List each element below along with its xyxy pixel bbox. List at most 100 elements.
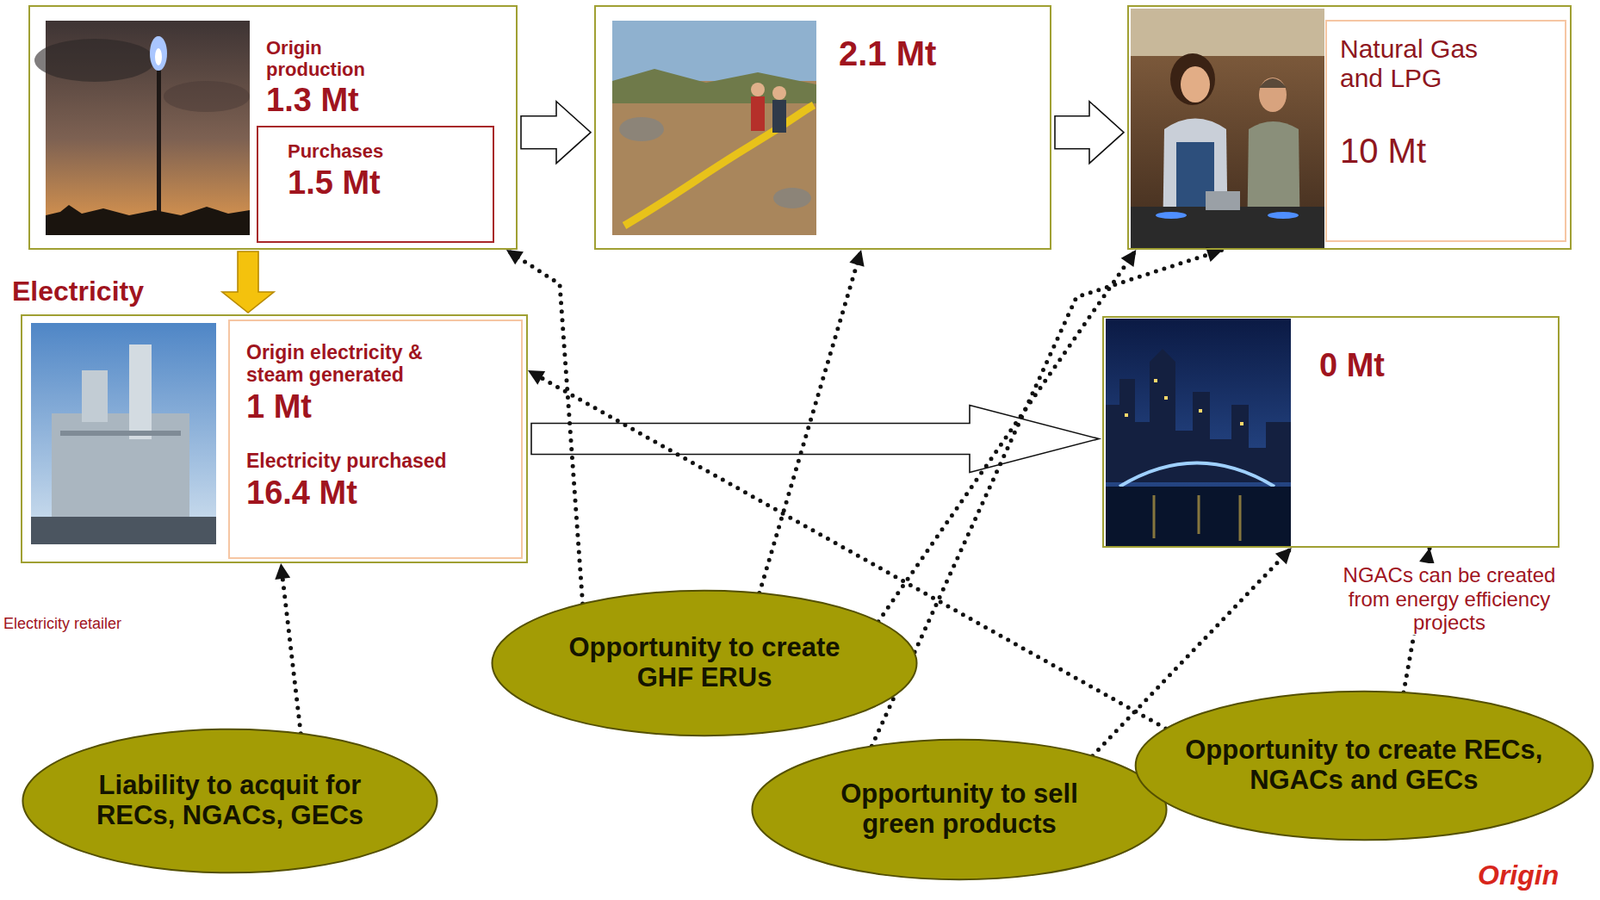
window-light (1124, 413, 1129, 417)
sky (31, 322, 217, 545)
electricity-box: ElectricityOrigin electricity & steam ge… (20, 314, 528, 564)
cloud (163, 80, 250, 112)
text-panel-outline (1326, 20, 1566, 242)
flow-arrow (1054, 101, 1124, 164)
text-block: Purchases1.5 Mt (287, 141, 478, 201)
rock (619, 117, 664, 142)
ground (612, 20, 817, 236)
flow-arrow (531, 405, 1099, 473)
ellipse-text: Opportunity to create GHF ERUs (545, 632, 864, 693)
box-text: Origin production (266, 37, 413, 81)
purchases-box: Purchases1.5 Mt (256, 125, 495, 243)
turbine-hall (51, 413, 190, 526)
river (1105, 486, 1291, 546)
worker-body (772, 99, 787, 133)
worker-head (772, 86, 787, 100)
gas-lpg-box: Natural Gas and LPG 10 Mt (1127, 5, 1572, 250)
section-heading: Electricity (12, 276, 144, 308)
text-block: Opportunity to create GHF ERUs (545, 632, 864, 693)
night-sky (1105, 318, 1291, 546)
logo-text: Origin (1477, 859, 1559, 892)
flare-stack (156, 67, 162, 223)
stack (81, 370, 108, 422)
opportunity-ellipse: Opportunity to create RECs, NGACs and GE… (1133, 689, 1595, 842)
dotted-arrow (759, 249, 862, 594)
pipe-rack (60, 430, 181, 436)
dotted-arrow (871, 249, 1223, 746)
pipeline-box: 2.1 Mt (594, 5, 1052, 250)
stack (129, 344, 152, 440)
flow-arrow (520, 101, 591, 164)
rock (773, 187, 812, 209)
burner (1155, 211, 1187, 219)
window-light (1198, 409, 1203, 413)
ellipse-shape (491, 590, 917, 737)
liability-ellipse: Liability to acquit for RECs, NGACs, GEC… (20, 727, 440, 875)
bridge-arch (1119, 463, 1275, 488)
treeline (45, 204, 250, 236)
stove (1130, 206, 1325, 249)
box-text: Natural Gas and LPG (1339, 34, 1513, 93)
dotted-arrow (280, 563, 301, 734)
box-text: 1.3 Mt (266, 81, 413, 119)
city-box: 0 Mt (1102, 316, 1560, 548)
ellipse-shape (1134, 691, 1593, 840)
text-block: Natural Gas and LPG 10 Mt (1339, 34, 1513, 171)
hair (1170, 53, 1216, 106)
kitchen-wall (1130, 8, 1325, 249)
text-block: Opportunity to sell green products (808, 779, 1111, 839)
box-text: Origin electricity & steam generated (246, 341, 462, 387)
text-block: 2.1 Mt (838, 34, 1029, 74)
text-panel-outline (229, 320, 522, 559)
window-light (1240, 421, 1244, 426)
ellipse-shape (22, 729, 437, 874)
cloud (34, 38, 156, 82)
origin-production-box: Origin production1.3 Mt Purchases1.5 Mt (28, 5, 518, 250)
cabinet (1130, 8, 1325, 56)
flare-flame (149, 36, 168, 71)
face (1180, 66, 1210, 103)
text-block: Opportunity to create RECs, NGACs and GE… (1183, 735, 1545, 795)
box-text: Purchases (287, 141, 478, 163)
trees (612, 68, 817, 104)
gas-flare-photo (34, 20, 250, 236)
block-arrow (222, 251, 274, 313)
box-text: 0 Mt (1319, 347, 1535, 385)
ground (31, 516, 217, 545)
opportunity-ellipse: Opportunity to sell green products (750, 737, 1169, 881)
text-block: Origin electricity & steam generated1 Mt… (246, 341, 462, 511)
dotted-arrow (506, 249, 583, 604)
box-text: 16.4 Mt (246, 474, 462, 512)
window-light (1164, 396, 1168, 400)
box-text: 10 Mt (1339, 131, 1513, 171)
note-text: Electricity retailer (3, 614, 122, 633)
ellipse-text: Opportunity to sell green products (808, 779, 1111, 839)
connectors (222, 101, 1430, 757)
box-text: 1 Mt (246, 388, 462, 426)
opportunity-ellipse: Opportunity to create GHF ERUs (489, 589, 919, 738)
reflections (1153, 495, 1241, 541)
ellipse-text: Opportunity to create RECs, NGACs and GE… (1183, 735, 1545, 795)
flare-core (155, 48, 162, 66)
face (1258, 77, 1287, 112)
text-block: Origin production1.3 Mt (266, 37, 413, 119)
sky (612, 20, 817, 81)
hair (1258, 78, 1287, 88)
worker-head (750, 82, 765, 97)
window-light (1153, 378, 1158, 383)
ellipse-shape (751, 739, 1166, 881)
pot (1205, 191, 1241, 211)
text-block: Liability to acquit for RECs, NGACs, GEC… (66, 770, 394, 831)
worker-body (750, 96, 765, 131)
burner (1267, 211, 1299, 219)
kitchen-photo (1130, 8, 1325, 249)
ellipse-text: Liability to acquit for RECs, NGACs, GEC… (66, 770, 394, 831)
box-text: 1.5 Mt (287, 164, 478, 202)
text-block: 0 Mt (1319, 347, 1535, 385)
box-text: Electricity purchased (246, 450, 462, 473)
power-plant-photo (31, 322, 217, 545)
city-night-photo (1105, 318, 1291, 546)
pipeline-photo (612, 20, 817, 236)
note-text: NGACs can be created from energy efficie… (1320, 563, 1579, 635)
